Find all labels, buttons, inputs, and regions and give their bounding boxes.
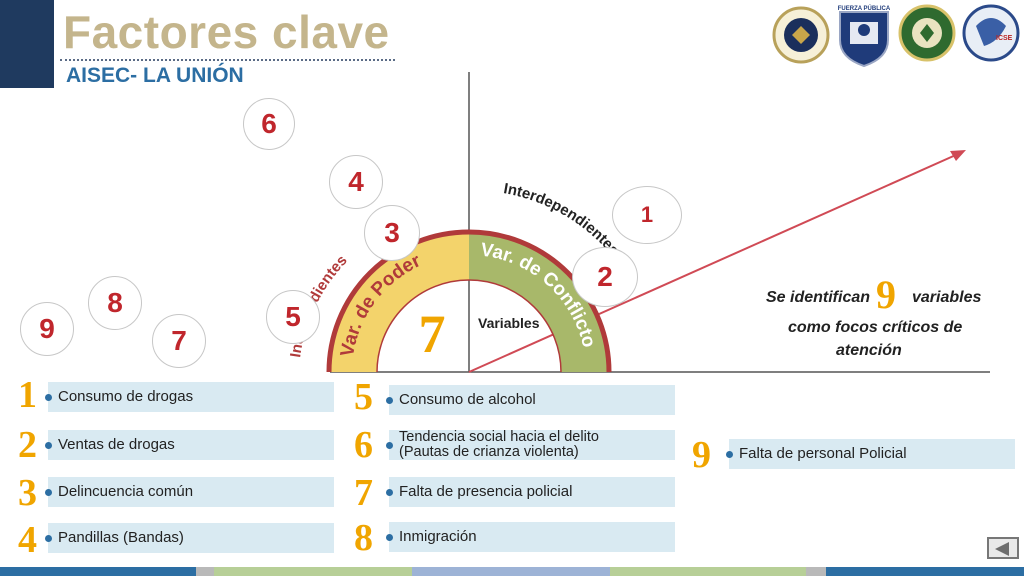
note-line2: como focos críticos de xyxy=(788,319,963,336)
factor-number-3: 3 xyxy=(18,472,37,514)
factor-number-5: 5 xyxy=(354,376,373,418)
trend-arrowhead xyxy=(950,150,966,161)
bullet-icon xyxy=(45,489,52,496)
note-count: 9 xyxy=(876,272,896,317)
variable-circle-9: 9 xyxy=(20,302,74,356)
title-divider xyxy=(60,59,395,61)
embassy-seal-logo xyxy=(772,6,830,64)
factor-number-4: 4 xyxy=(18,519,37,561)
factor-number-7: 7 xyxy=(354,472,373,514)
trend-arrow xyxy=(468,153,959,373)
icse-logo: ICSE xyxy=(962,4,1020,62)
factor-item-7: Falta de presencia policial xyxy=(386,477,675,507)
factor-label-9: Falta de personal Policial xyxy=(739,445,907,462)
factor-number-9: 9 xyxy=(692,434,711,476)
factor-label-8: Inmigración xyxy=(399,528,477,545)
variable-circle-6: 6 xyxy=(243,98,295,150)
factor-item-1: Consumo de drogas xyxy=(45,382,334,412)
center-variable-count: 7 xyxy=(419,304,446,364)
factor-label-6-line2: (Pautas de crianza violenta) xyxy=(399,444,579,460)
factor-number-1: 1 xyxy=(18,374,37,416)
factor-item-5: Consumo de alcohol xyxy=(386,385,675,415)
corner-accent xyxy=(0,0,54,88)
page-subtitle: AISEC- LA UNIÓN xyxy=(66,64,244,87)
footer-bar xyxy=(0,567,1024,576)
variable-circle-3: 3 xyxy=(364,205,420,261)
factor-label-4: Pandillas (Bandas) xyxy=(58,529,184,546)
variable-circle-1: 1 xyxy=(612,186,682,244)
back-button[interactable] xyxy=(987,537,1019,559)
factor-item-8: Inmigración xyxy=(386,522,675,552)
bullet-icon xyxy=(45,535,52,542)
page-title: Factores clave xyxy=(63,6,390,58)
bullet-icon xyxy=(386,442,393,449)
bullet-icon xyxy=(726,451,733,458)
bullet-icon xyxy=(386,397,393,404)
factor-label-2: Ventas de drogas xyxy=(58,436,175,453)
arc-conflicto xyxy=(469,232,609,372)
factor-item-4: Pandillas (Bandas) xyxy=(45,523,334,553)
center-variables-label: Variables xyxy=(478,315,540,331)
factor-label-1: Consumo de drogas xyxy=(58,388,194,405)
bullet-icon xyxy=(45,442,52,449)
policia-emblem-logo xyxy=(898,4,956,62)
variable-circle-7: 7 xyxy=(152,314,206,368)
factor-label-7: Falta de presencia policial xyxy=(399,483,573,500)
arc-inner-outline xyxy=(376,279,562,373)
arc-outline xyxy=(326,229,612,373)
svg-text:FUERZA PÚBLICA: FUERZA PÚBLICA xyxy=(838,5,891,12)
note-prefix: Se identifican xyxy=(766,289,871,306)
factor-number-6: 6 xyxy=(354,424,373,466)
arc-poder xyxy=(329,232,469,372)
bullet-icon xyxy=(386,534,393,541)
svg-text:ICSE: ICSE xyxy=(996,35,1013,42)
factor-item-6: Tendencia social hacia el delito(Pautas … xyxy=(386,429,675,460)
factor-label-6: Tendencia social hacia el delito xyxy=(399,429,599,445)
variable-circle-8: 8 xyxy=(88,276,142,330)
variable-circle-5: 5 xyxy=(266,290,320,344)
factor-item-3: Delincuencia común xyxy=(45,477,334,507)
factor-label-3: Delincuencia común xyxy=(58,483,194,500)
variable-circle-2: 2 xyxy=(572,247,638,307)
factor-item-9: Falta de personal Policial xyxy=(726,439,1015,469)
variable-circle-4: 4 xyxy=(329,155,383,209)
fuerza-publica-shield-logo: FUERZA PÚBLICA xyxy=(838,5,891,68)
note-suffix: variables xyxy=(912,289,982,306)
factor-item-2: Ventas de drogas xyxy=(45,430,334,460)
factor-number-2: 2 xyxy=(18,424,37,466)
bullet-icon xyxy=(45,394,52,401)
logo-strip: FUERZA PÚBLICA ICSE xyxy=(772,2,1020,68)
bullet-icon xyxy=(386,489,393,496)
factor-number-8: 8 xyxy=(354,517,373,559)
note-line3: atención xyxy=(836,342,902,359)
factor-label-5: Consumo de alcohol xyxy=(399,391,536,408)
